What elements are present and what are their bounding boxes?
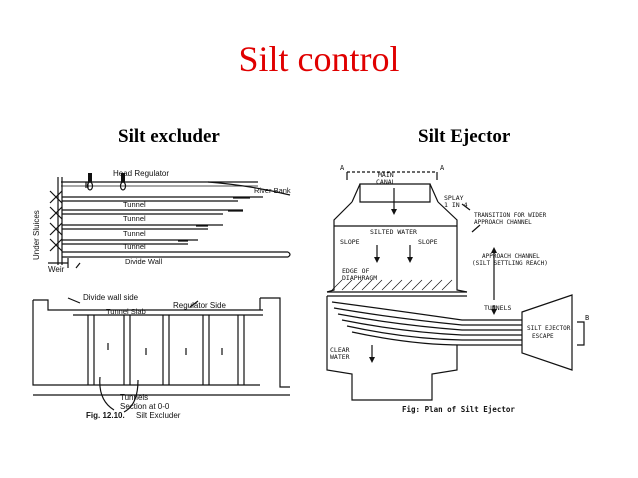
slope-label-right: SLOPE [418, 238, 438, 246]
excluder-caption-text: Silt Excluder [136, 411, 181, 420]
transition-label-1: TRANSITION FOR WIDER [474, 212, 547, 219]
tunnel-slab-label: Tunnel Slab [106, 307, 146, 316]
tunnel-label-3: Tunnel [123, 229, 146, 238]
splay-label-2: 1 IN 4 [444, 201, 468, 209]
under-sluices-label: Under Sluices [32, 210, 41, 260]
escape-label: ESCAPE [532, 333, 554, 340]
clear-water-label-2: WATER [330, 353, 350, 361]
tunnel-label-4: Tunnel [123, 242, 146, 251]
silt-ejector-heading: Silt Ejector [418, 126, 511, 147]
slide-title: Silt control [238, 39, 400, 79]
excluder-caption-number: Fig. 12.10. [86, 411, 125, 420]
section-a-right: A [440, 164, 445, 172]
divide-wall-label: Divide Wall [125, 257, 163, 266]
section-a-left: A [340, 164, 345, 172]
silt-ejector-diagram: A A B MAIN CANAL SPLAY 1 IN 4 TRANSITION… [326, 164, 589, 414]
tunnels-label: TUNNELS [484, 304, 511, 312]
silt-excluder-heading: Silt excluder [118, 126, 220, 147]
approach-label-1: APPROACH CHANNEL [482, 253, 540, 260]
tunnels-label: Tunnels [120, 393, 148, 402]
slope-label-left: SLOPE [340, 238, 360, 246]
section-b-label: B [585, 314, 589, 322]
tunnel-label-1: Tunnel [123, 200, 146, 209]
ejector-caption: Fig: Plan of Silt Ejector [402, 405, 515, 414]
tunnel-label-2: Tunnel [123, 214, 146, 223]
section-label: Section at 0-0 [120, 402, 170, 411]
main-canal-label-1: MAIN [378, 171, 394, 179]
silt-ejector-label: SILT EJECTOR [527, 325, 571, 332]
edge-label-1: EDGE OF [342, 267, 369, 275]
divide-wall-side-label: Divide wall side [83, 293, 139, 302]
silt-excluder-diagram: Head Regulator River Bank Tunnel Tunnel … [32, 169, 291, 420]
clear-water-label-1: CLEAR [330, 346, 350, 354]
head-regulator-label: Head Regulator [113, 169, 169, 178]
silted-water-label: SILTED WATER [370, 228, 417, 236]
splay-label-1: SPLAY [444, 194, 464, 202]
edge-label-2: DIAPHRAGM [342, 274, 377, 282]
river-bank-label: River Bank [254, 186, 291, 195]
transition-label-2: APPROACH CHANNEL [474, 219, 532, 226]
weir-label: Weir [48, 265, 65, 274]
main-canal-label-2: CANAL [376, 178, 396, 186]
regulator-side-label: Regulator Side [173, 301, 226, 310]
approach-label-2: (SILT SETTLING REACH) [472, 260, 548, 267]
